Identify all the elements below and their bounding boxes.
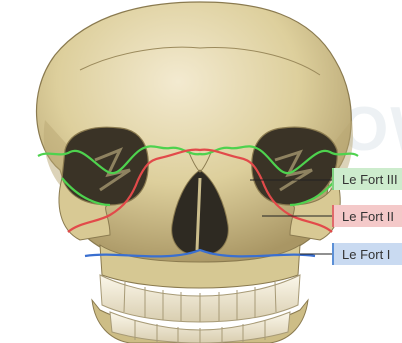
left-orbit [62,127,148,205]
label-le-fort-ii-text: Le Fort II [342,209,394,224]
label-le-fort-i-text: Le Fort I [342,247,390,262]
label-le-fort-iii: Le Fort III [332,168,402,190]
label-le-fort-iii-text: Le Fort III [342,172,398,187]
label-le-fort-i: Le Fort I [332,243,402,265]
label-le-fort-ii: Le Fort II [332,205,402,227]
